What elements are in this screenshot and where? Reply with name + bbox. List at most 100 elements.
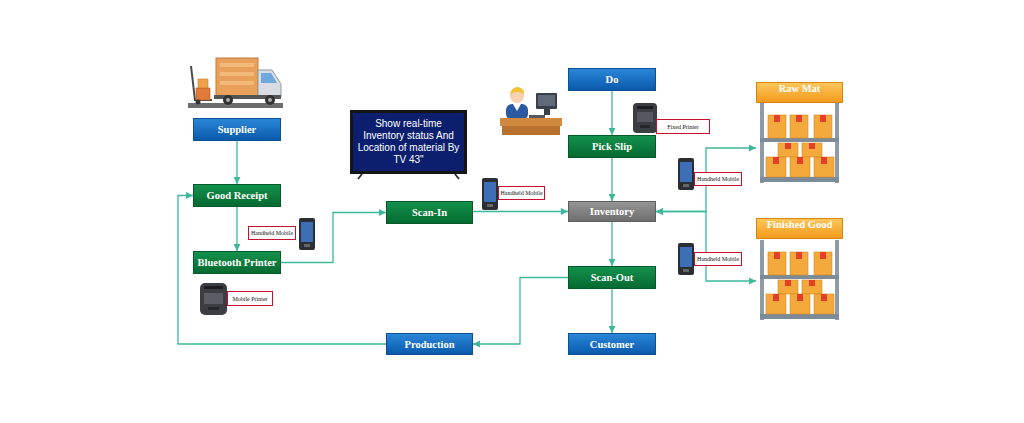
delivery-truck-part: [220, 72, 254, 76]
handheld-mobile-icon-part: [299, 218, 315, 250]
storage-rack-part: [785, 143, 791, 149]
fixed-printer-icon-part: [640, 125, 650, 128]
storage-rack-part: [790, 294, 810, 314]
delivery-truck: [188, 58, 283, 108]
process-box: Scan-In: [386, 201, 473, 224]
inventory-box: Inventory: [568, 201, 656, 222]
flow-arrow: [611, 91, 612, 135]
fixed-printer-icon-part: [637, 112, 653, 122]
process-box: Customer: [568, 333, 656, 355]
storage-rack-part: [760, 240, 764, 320]
storage-rack-part: [790, 252, 808, 275]
storage-rack-part: [814, 252, 832, 275]
flow-arrow: [178, 196, 386, 345]
tv-stand: [358, 174, 459, 179]
handheld-mobile-icon-part: [482, 178, 498, 210]
node-label: Good Receipt: [207, 190, 268, 201]
handheld-mobile-icon-part: [487, 204, 493, 207]
storage-rack-part: [802, 280, 822, 294]
storage-rack-part: [766, 157, 786, 177]
storage-rack-part: [835, 103, 839, 183]
storage-rack-part: [797, 294, 803, 301]
storage-rack-part: [778, 143, 798, 157]
storage-rack-part: [802, 143, 822, 157]
node-label: Finished Good: [756, 218, 843, 239]
handheld-mobile-icon: [678, 158, 694, 190]
node-label: Handheld Mobile: [697, 176, 739, 182]
delivery-truck-part: [220, 63, 254, 67]
flow-arrow: [611, 289, 612, 333]
handheld-mobile-icon: [299, 218, 315, 250]
storage-rack-part: [760, 314, 839, 319]
storage-rack-part: [790, 115, 808, 138]
handheld-mobile-icon-part: [680, 247, 692, 267]
handheld-mobile-icon-part: [683, 184, 689, 187]
flow-arrow: [473, 278, 568, 345]
storage-rack-part: [820, 252, 826, 259]
tv-stand-part: [358, 174, 459, 179]
flow-arrow: [236, 207, 237, 251]
device-tag: Mobile Printer: [227, 291, 273, 306]
node-label: Pick Slip: [592, 141, 632, 152]
flow-arrow: [656, 212, 756, 282]
fixed-printer-icon-part: [637, 106, 653, 109]
node-label: Do: [606, 74, 619, 85]
handheld-mobile-icon-part: [678, 158, 694, 190]
flow-arrow: [611, 222, 612, 266]
operator-at-desk-part: [544, 109, 550, 115]
storage-rack: [760, 240, 839, 320]
handheld-mobile-icon: [482, 178, 498, 210]
process-box: Supplier: [193, 118, 281, 141]
fixed-printer-icon-part: [633, 103, 657, 133]
handheld-mobile-icon-part: [484, 182, 496, 202]
node-label: Scan-Out: [591, 272, 634, 283]
storage-rack-part: [814, 115, 832, 138]
device-tag: Handheld Mobile: [694, 172, 742, 186]
operator-at-desk-part: [513, 104, 521, 111]
operator-at-desk-part: [529, 115, 545, 118]
handheld-mobile-icon: [678, 243, 694, 275]
process-box: Scan-Out: [568, 266, 656, 289]
storage-rack: [760, 103, 839, 183]
mobile-printer-icon-part: [200, 283, 227, 315]
storage-rack-part: [814, 157, 834, 177]
node-label: Supplier: [218, 124, 257, 135]
storage-rack-part: [778, 280, 798, 294]
node-label: Fixed Printer: [667, 124, 699, 130]
handheld-mobile-icon-part: [683, 269, 689, 272]
node-label: Inventory: [590, 206, 634, 217]
delivery-truck-part: [258, 70, 281, 97]
handheld-mobile-icon-part: [680, 162, 692, 182]
node-label: Mobile Printer: [232, 296, 267, 302]
process-box: Pick Slip: [568, 135, 656, 158]
delivery-truck-part: [268, 98, 272, 102]
node-label: Handheld Mobile: [500, 190, 542, 196]
process-box: Production: [386, 333, 473, 355]
storage-rack-part: [774, 252, 780, 259]
storage-rack-part: [760, 275, 839, 279]
storage-rack-part: [760, 138, 839, 142]
storage-rack-part: [760, 103, 764, 183]
tv-screen: Show real-time Inventory status And Loca…: [350, 110, 467, 174]
storage-rack-part: [809, 143, 815, 149]
mobile-printer-icon: [200, 283, 227, 315]
flow-arrow: [236, 141, 237, 184]
storage-rack-part: [768, 115, 786, 138]
node-label: Handheld Mobile: [697, 256, 739, 262]
storage-rack-part: [820, 115, 826, 122]
operator-at-desk-part: [536, 93, 557, 109]
delivery-truck-part: [226, 98, 230, 102]
flow-arrow: [611, 158, 612, 201]
mobile-printer-icon-part: [204, 293, 223, 304]
mobile-printer-icon-part: [208, 307, 219, 310]
storage-rack-part: [785, 280, 791, 286]
delivery-truck-part: [265, 95, 275, 105]
delivery-truck-part: [223, 95, 233, 105]
delivery-truck-part: [196, 100, 201, 105]
delivery-truck-part: [216, 58, 258, 96]
node-label: Scan-In: [412, 207, 447, 218]
handheld-mobile-icon-part: [678, 243, 694, 275]
